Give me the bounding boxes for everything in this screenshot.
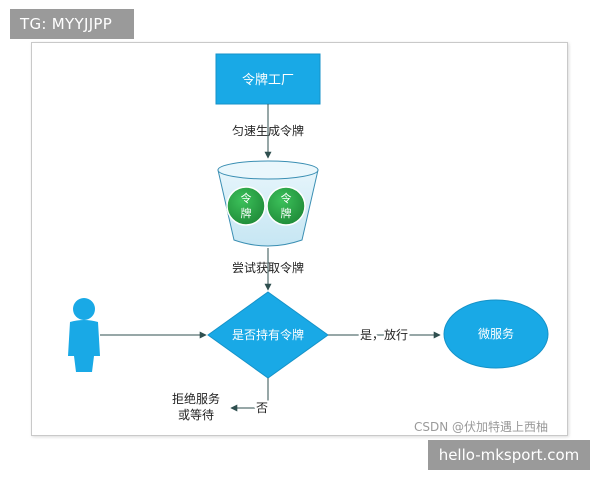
microservice-node <box>443 299 549 369</box>
token-factory-box <box>215 53 321 105</box>
token-factory-label: 令牌工厂 <box>242 72 294 88</box>
token-ball-left-char-2: 牌 <box>241 206 252 220</box>
watermark-text: CSDN @伏加特遇上西柚 <box>414 420 549 434</box>
edge-no-label: 否 <box>256 401 268 415</box>
tag-label-top: TG: MYYJJPP <box>10 9 134 39</box>
reject-label-line-2: 或等待 <box>178 408 214 422</box>
token-ball-left <box>226 186 266 226</box>
user-icon <box>68 298 100 372</box>
token-ball-right <box>266 186 306 226</box>
token-ball-right-char-1: 令 <box>281 191 292 205</box>
decision-label: 是否持有令牌 <box>232 327 304 342</box>
reject-label-line-1: 拒绝服务 <box>172 391 220 406</box>
tag-label-bottom: hello-mksport.com <box>428 440 590 470</box>
edge-no <box>230 378 269 412</box>
token-ball-left-char-1: 令 <box>241 191 252 205</box>
token-bucket-rim <box>217 160 319 180</box>
microservice-label: 微服务 <box>478 326 514 341</box>
token-ball-right-char-2: 牌 <box>281 206 292 220</box>
edge-yes-label: 是，放行 <box>360 327 408 342</box>
edge-generate-label: 匀速生成令牌 <box>232 123 304 138</box>
edge-acquire-label: 尝试获取令牌 <box>232 260 304 275</box>
